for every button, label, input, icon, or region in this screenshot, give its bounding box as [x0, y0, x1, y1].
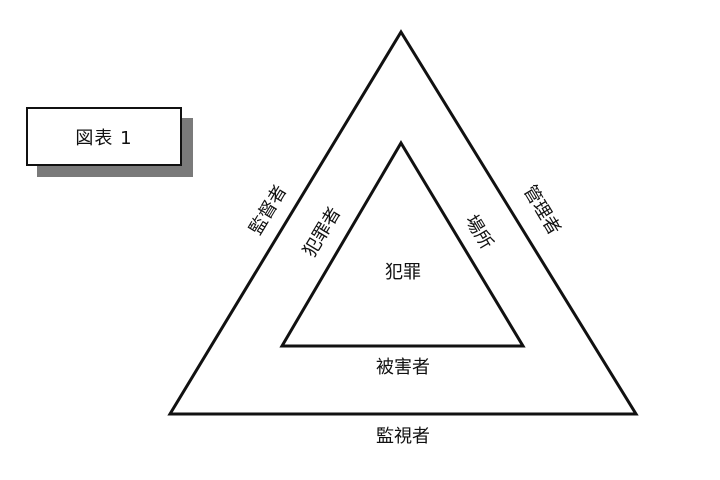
inner-right-label: 場所 [460, 211, 497, 253]
outer-bottom-label: 監視者 [376, 426, 430, 447]
outer-triangle [167, 29, 639, 416]
outer-left-label: 監督者 [245, 182, 291, 239]
outer-right-label: 管理者 [519, 182, 565, 239]
figure-caption: 図表 1 [26, 107, 182, 166]
inner-triangle [279, 140, 526, 348]
center-label: 犯罪 [385, 262, 421, 283]
inner-bottom-label: 被害者 [376, 357, 430, 378]
